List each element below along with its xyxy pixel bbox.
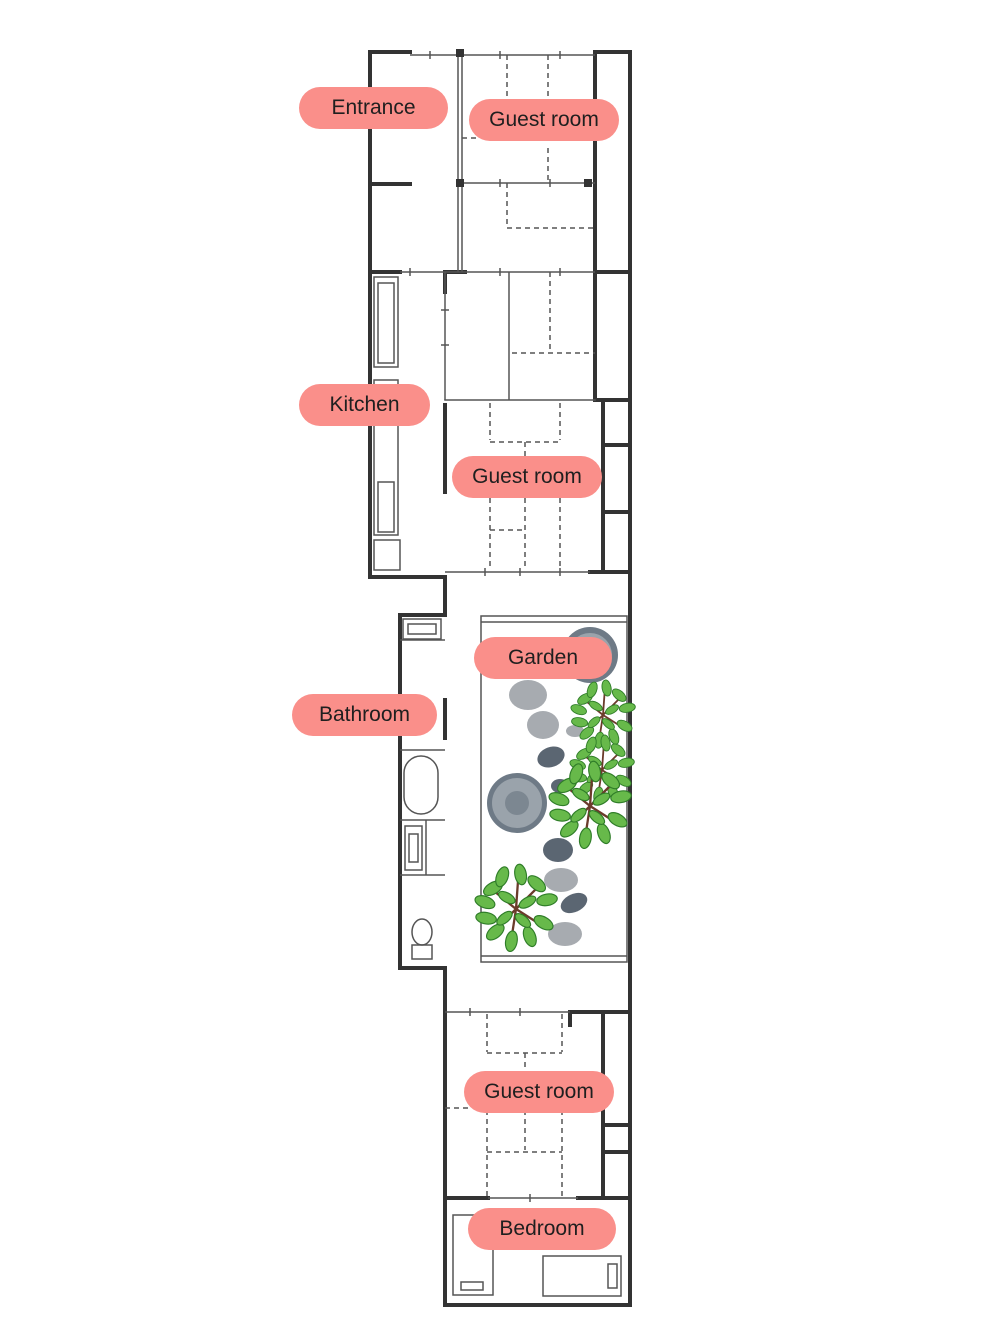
label-guest-room-1: Guest room — [469, 99, 619, 141]
label-garden: Garden — [474, 637, 612, 679]
label-bedroom: Bedroom — [468, 1208, 616, 1250]
label-entrance: Entrance — [299, 87, 448, 129]
label-kitchen: Kitchen — [299, 384, 430, 426]
door-ticks — [409, 51, 561, 1202]
label-guest-room-2: Guest room — [452, 456, 602, 498]
posts — [456, 49, 592, 187]
label-bathroom: Bathroom — [292, 694, 437, 736]
label-guest-room-3: Guest room — [464, 1071, 614, 1113]
walls — [368, 50, 632, 1307]
